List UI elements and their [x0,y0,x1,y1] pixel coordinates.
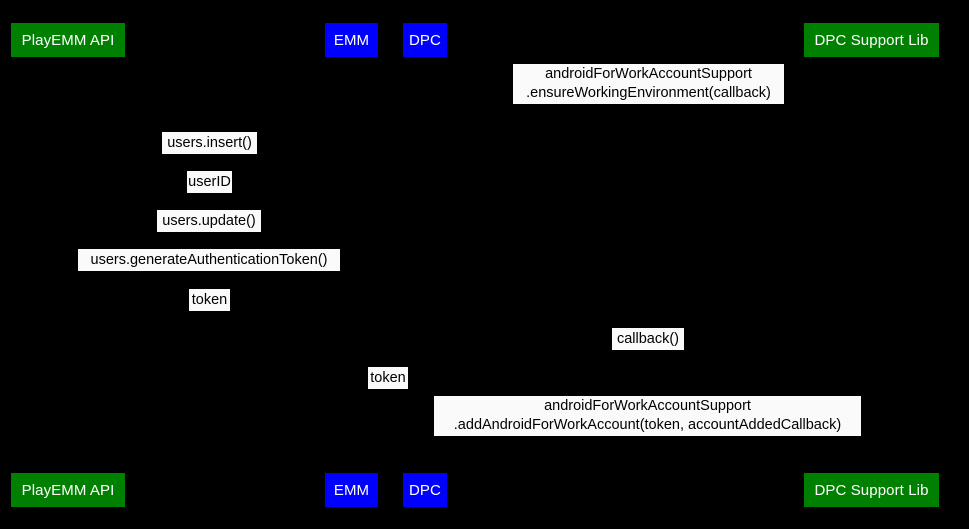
actor-label-playemm-api-top: PlayEMM API [21,31,115,49]
actor-box-emm-top[interactable]: EMM [325,23,378,57]
actor-label-emm-bottom: EMM [333,481,370,499]
message-label-users-update: users.update() [157,210,261,232]
message-label-token-forward: token [368,367,408,389]
actor-box-emm-bottom[interactable]: EMM [325,473,378,507]
actor-label-dpc-top: DPC [409,31,441,49]
message-label-add-android-for-work-account: androidForWorkAccountSupport .addAndroid… [434,396,861,436]
message-label-callback: callback() [612,328,684,350]
actor-box-playemm-api-bottom[interactable]: PlayEMM API [11,473,125,507]
actor-box-dpc-support-lib-top[interactable]: DPC Support Lib [804,23,939,57]
message-label-users-insert: users.insert() [162,132,257,154]
actor-box-dpc-top[interactable]: DPC [403,23,447,57]
actor-box-playemm-api-top[interactable]: PlayEMM API [11,23,125,57]
actor-box-dpc-bottom[interactable]: DPC [403,473,447,507]
actor-label-dpc-support-lib-top: DPC Support Lib [814,31,929,49]
actor-label-dpc-bottom: DPC [409,481,441,499]
actor-label-dpc-support-lib-bottom: DPC Support Lib [814,481,929,499]
message-label-users-generate-authentication-token: users.generateAuthenticationToken() [78,249,340,271]
actor-label-emm-top: EMM [333,31,370,49]
message-label-ensure-working-environment: androidForWorkAccountSupport .ensureWork… [513,64,784,104]
message-label-user-id: userID [187,171,232,193]
actor-label-playemm-api-bottom: PlayEMM API [21,481,115,499]
actor-box-dpc-support-lib-bottom[interactable]: DPC Support Lib [804,473,939,507]
message-label-token-return: token [189,289,230,311]
